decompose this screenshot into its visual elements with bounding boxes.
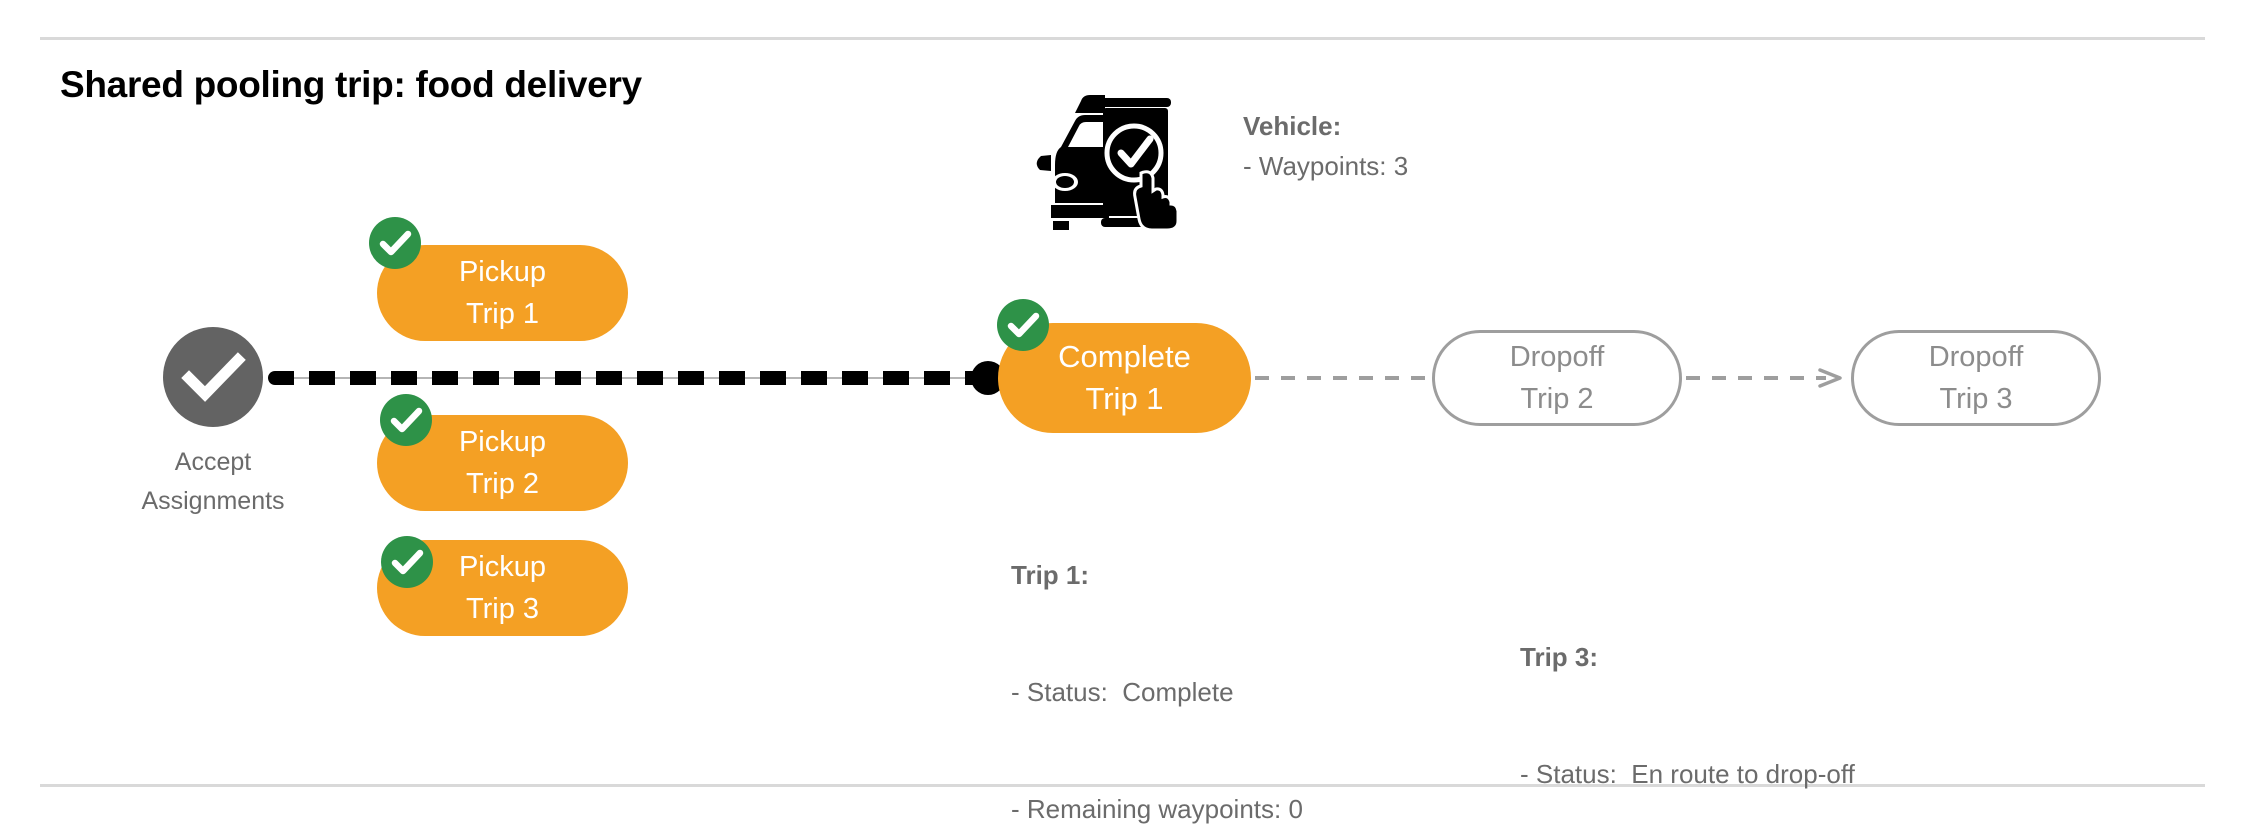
dropoff-trip-3-node[interactable]: Dropoff Trip 3 xyxy=(1851,330,2101,426)
accept-assignments-node[interactable] xyxy=(163,327,263,427)
vehicle-heading: Vehicle: xyxy=(1243,111,1342,141)
vehicle-info-block: Vehicle: - Waypoints: 3 xyxy=(1243,106,1408,186)
accept-label-line1: Accept xyxy=(174,448,252,476)
trip-1-status: - Status: Complete xyxy=(1011,677,1234,707)
main-dashed-connector xyxy=(268,371,990,385)
check-circle-icon xyxy=(163,327,263,427)
pickup-trip-1-line1: Pickup xyxy=(458,256,547,288)
connector-dashes xyxy=(268,371,990,385)
trip-1-heading: Trip 1: xyxy=(1011,560,1090,590)
pickup-trip-3-line1: Pickup xyxy=(458,551,547,583)
accept-assignments-label: Accept Assignments xyxy=(103,443,323,521)
vehicle-waypoints: - Waypoints: 3 xyxy=(1243,151,1409,181)
trip-details-3: Trip 3: - Status: En route to drop-off -… xyxy=(1520,560,1855,825)
accept-label-line2: Assignments xyxy=(141,487,285,515)
pickup-trip-2-line2: Trip 2 xyxy=(465,468,540,500)
dropoff-trip-2-line2: Trip 2 xyxy=(1520,383,1594,415)
dropoff-trip-3-line1: Dropoff xyxy=(1928,341,2024,373)
complete-trip-1-line1: Complete xyxy=(1058,339,1191,374)
pickup-trip-3-line2: Trip 3 xyxy=(465,593,540,625)
connector-dropoff2-to-dropoff3 xyxy=(1686,376,1826,380)
arrow-head-icon xyxy=(1818,363,1848,393)
trip-3-heading: Trip 3: xyxy=(1520,642,1599,672)
pickup-trip-2-line1: Pickup xyxy=(458,426,547,458)
connector-complete-to-dropoff2 xyxy=(1255,376,1430,380)
dropoff-trip-2-line1: Dropoff xyxy=(1509,341,1605,373)
check-badge-icon-pickup-3 xyxy=(381,536,433,588)
check-badge-icon-complete xyxy=(997,299,1049,351)
pickup-trip-1-line2: Trip 1 xyxy=(465,298,540,330)
trip-3-status: - Status: En route to drop-off xyxy=(1520,759,1855,789)
dropoff-trip-3-line2: Trip 3 xyxy=(1939,383,2013,415)
check-badge-icon-pickup-1 xyxy=(369,217,421,269)
dropoff-trip-2-node[interactable]: Dropoff Trip 2 xyxy=(1432,330,1682,426)
trip-1-waypoints: - Remaining waypoints: 0 xyxy=(1011,794,1303,824)
trip-details-1-2: Trip 1: - Status: Complete - Remaining w… xyxy=(1011,478,1346,825)
page-title: Shared pooling trip: food delivery xyxy=(60,64,642,105)
vehicle-phone-check-icon xyxy=(1035,85,1190,232)
top-divider xyxy=(40,37,2205,40)
bottom-divider xyxy=(40,784,2205,787)
complete-trip-1-line2: Trip 1 xyxy=(1085,381,1164,416)
check-badge-icon-pickup-2 xyxy=(380,394,432,446)
pickup-trip-1-node[interactable]: Pickup Trip 1 xyxy=(377,245,628,341)
